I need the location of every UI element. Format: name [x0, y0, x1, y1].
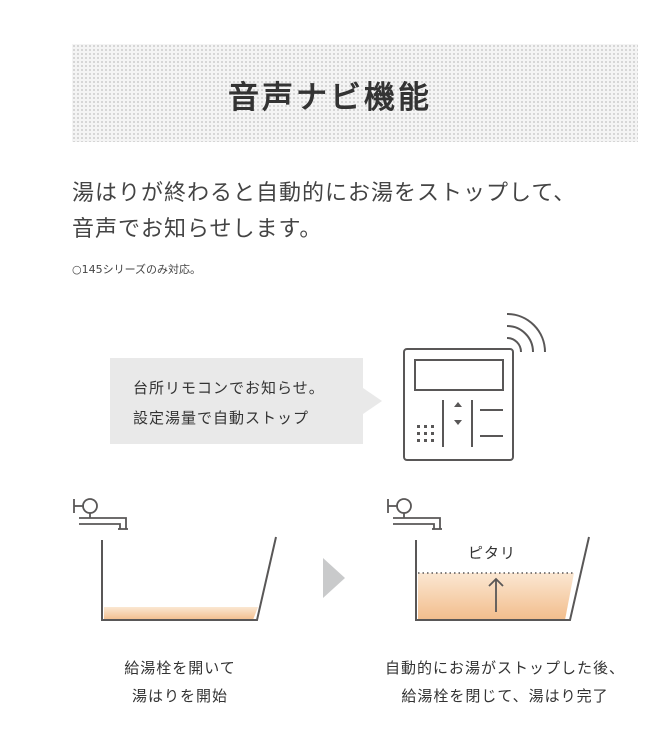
- level-label: ピタリ: [468, 544, 517, 562]
- step2-line-2: 給湯栓を閉じて、湯はり完了: [401, 687, 609, 705]
- speech-bubble: [110, 358, 363, 444]
- arrow-right-icon: [323, 558, 345, 598]
- bubble-line-2: 設定湯量で自動ストップ: [133, 409, 310, 427]
- title-banner: [72, 44, 638, 142]
- lead-line-1: 湯はりが終わると自動的にお湯をストップして、: [72, 181, 577, 206]
- speech-bubble-tail: [363, 388, 382, 414]
- page-title: 音声ナビ機能: [228, 80, 432, 116]
- bubble-line-1: 台所リモコンでお知らせ。: [133, 379, 325, 397]
- lead-line-2: 音声でお知らせします。: [72, 217, 323, 242]
- remote-control-icon: [403, 348, 514, 461]
- series-note: ○145シリーズのみ対応。: [72, 263, 202, 276]
- faucet-icon: [387, 498, 442, 530]
- water-stream: [118, 531, 128, 608]
- step1-line-2: 湯はりを開始: [131, 687, 228, 705]
- lead-text: 湯はりが終わると自動的にお湯をストップして、 音声でお知らせします。: [72, 176, 632, 248]
- speech-bubble-text: 台所リモコンでお知らせ。 設定湯量で自動ストップ: [133, 373, 325, 433]
- arrow-up-icon: [488, 577, 504, 612]
- step1-line-1: 給湯栓を開いて: [124, 659, 236, 677]
- bathtub-icon: [101, 536, 277, 621]
- faucet-icon: [73, 498, 128, 530]
- wifi-signal-icon: [506, 313, 546, 353]
- step2-caption: 自動的にお湯がストップした後、 給湯栓を閉じて、湯はり完了: [355, 654, 655, 710]
- step2-line-1: 自動的にお湯がストップした後、: [384, 659, 625, 677]
- step1-caption: 給湯栓を開いて 湯はりを開始: [60, 654, 300, 710]
